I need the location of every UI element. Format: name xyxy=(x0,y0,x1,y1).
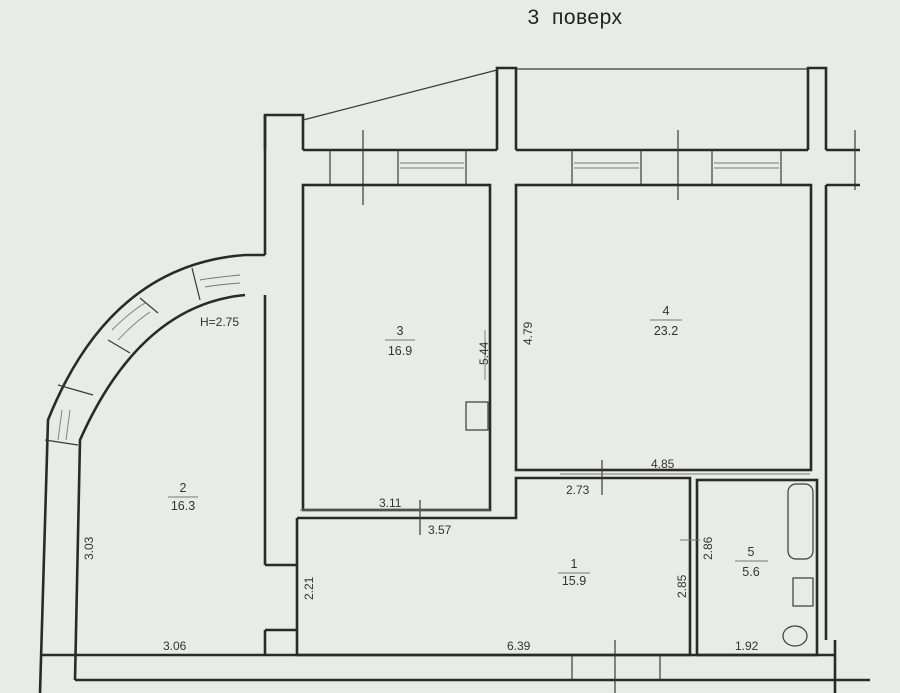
ceiling-height-label: H=2.75 xyxy=(200,315,239,329)
svg-text:4: 4 xyxy=(663,304,670,318)
top-windows xyxy=(329,130,856,205)
room-4 xyxy=(514,183,813,472)
balcony xyxy=(263,66,860,152)
room-1 xyxy=(295,476,692,657)
room-1-label: 1 15.9 xyxy=(558,557,590,588)
dim-room4-left: 4.79 xyxy=(521,321,535,345)
svg-text:2: 2 xyxy=(180,481,187,495)
dim-room1-right: 2.85 xyxy=(675,574,689,598)
svg-text:5: 5 xyxy=(748,545,755,559)
dim-room1-bottom: 6.39 xyxy=(507,639,531,653)
room-5 xyxy=(695,478,819,657)
room-3-label: 3 16.9 xyxy=(385,324,415,358)
svg-text:3: 3 xyxy=(397,324,404,338)
dim-room3-right: 5.44 xyxy=(477,341,491,365)
dim-room2-left: 3.03 xyxy=(82,536,96,560)
dim-room1-left: 2.21 xyxy=(302,576,316,600)
dim-room2-bottom: 3.06 xyxy=(163,639,187,653)
room-5-label: 5 5.6 xyxy=(735,545,768,579)
room-2-label: 2 16.3 xyxy=(168,481,198,513)
svg-text:16.9: 16.9 xyxy=(388,344,412,358)
svg-text:1: 1 xyxy=(571,557,578,571)
dimension-ticks xyxy=(300,330,810,541)
svg-text:15.9: 15.9 xyxy=(562,574,586,588)
dim-room5-left: 2.86 xyxy=(701,536,715,560)
room-4-label: 4 23.2 xyxy=(650,304,682,338)
svg-text:5.6: 5.6 xyxy=(742,565,759,579)
dim-corridor-top: 2.73 xyxy=(566,483,590,497)
dim-room1-top-left: 3.57 xyxy=(428,523,452,537)
dim-room3-bottom: 3.11 xyxy=(379,496,402,510)
curved-bay-window xyxy=(38,253,246,693)
floor-title: 3 поверх xyxy=(527,6,623,29)
dim-room5-bottom: 1.92 xyxy=(735,639,759,653)
exterior-walls xyxy=(40,115,870,693)
svg-text:23.2: 23.2 xyxy=(654,324,678,338)
svg-text:16.3: 16.3 xyxy=(171,499,195,513)
dim-room4-bottom: 4.85 xyxy=(651,457,675,471)
